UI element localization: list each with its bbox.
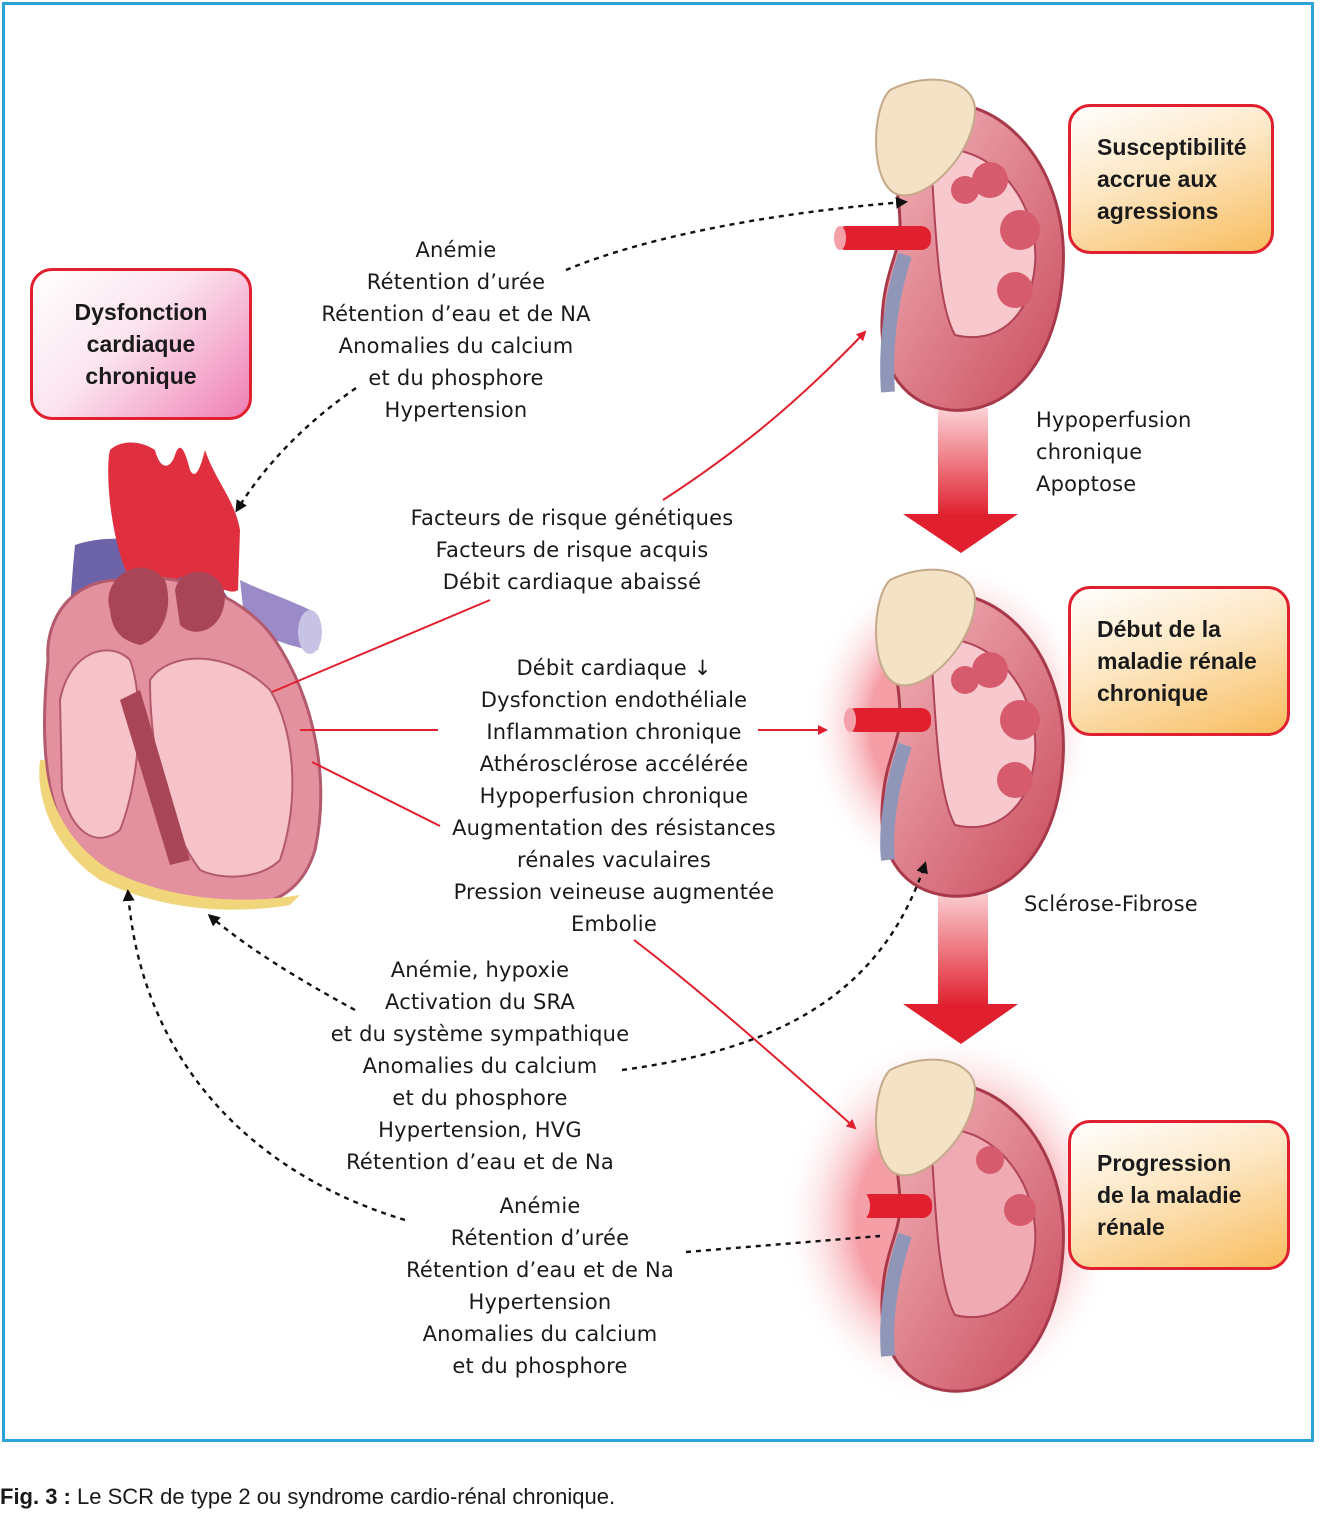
text-middle-block: Débit cardiaque ↓ Dysfonction endothélia… [452,656,776,936]
risk-line-from-heart [271,599,491,693]
embolie-arrow-to-kidney3 [633,939,857,1130]
text-bottom-block: Anémie Rétention d’urée Rétention d’eau … [406,1194,674,1378]
risk-arrow-to-kidney1 [662,330,867,501]
box-susceptibilite-label: Susceptibilité accrue aux agressions [1097,134,1247,224]
text-sclerose-fibrose: Sclérose-Fibrose [1024,892,1198,916]
text-risk-block: Facteurs de risque génétiques Facteurs d… [410,506,734,594]
text-hypoperfusion: Hypoperfusion chronique Apoptose [1036,408,1192,496]
kidney-illustration-3 [858,1058,1065,1393]
heart-to-augmentation-line [311,761,441,827]
stage-arrow-1 [903,408,1018,553]
figure-frame [2,2,1314,1442]
figure-caption: Fig. 3 : Le SCR de type 2 ou syndrome ca… [0,1484,615,1510]
box-debut-maladie: Début de la maladie rénale chronique [1068,586,1290,736]
box-debut-label: Début de la maladie rénale chronique [1097,616,1257,706]
text-lower-block: Anémie, hypoxie Activation du SRA et du … [330,958,630,1174]
dashed-arrow-bottom-to-heart [122,889,406,1222]
dashed-arrow-lower-to-heart [207,914,356,1012]
stage-arrow-2 [903,890,1018,1044]
box-progression-label: Progression de la maladie rénale [1097,1150,1242,1240]
dashed-arrow-top-to-heart [235,387,357,513]
text-top-block: Anémie Rétention d’urée Rétention d’eau … [321,238,591,422]
dashed-line-kidney3-to-bottom [685,1234,881,1254]
kidney-illustration-2 [844,568,1065,898]
dashed-arrow-lower-to-kidney2 [621,861,928,1072]
heart-illustration [39,442,323,910]
box-susceptibilite: Susceptibilité accrue aux agressions [1068,104,1274,254]
box-dysfonction-label: Dysfonction cardiaque chronique [74,299,208,389]
box-progression: Progression de la maladie rénale [1068,1120,1290,1270]
caption-text: Le SCR de type 2 ou syndrome cardio-réna… [70,1484,616,1509]
box-dysfonction-cardiaque: Dysfonction cardiaque chronique [30,268,252,420]
caption-label: Fig. 3 : [0,1484,71,1509]
kidney-illustration-1 [834,78,1065,412]
dashed-arrow-top-to-kidney1 [565,196,908,272]
